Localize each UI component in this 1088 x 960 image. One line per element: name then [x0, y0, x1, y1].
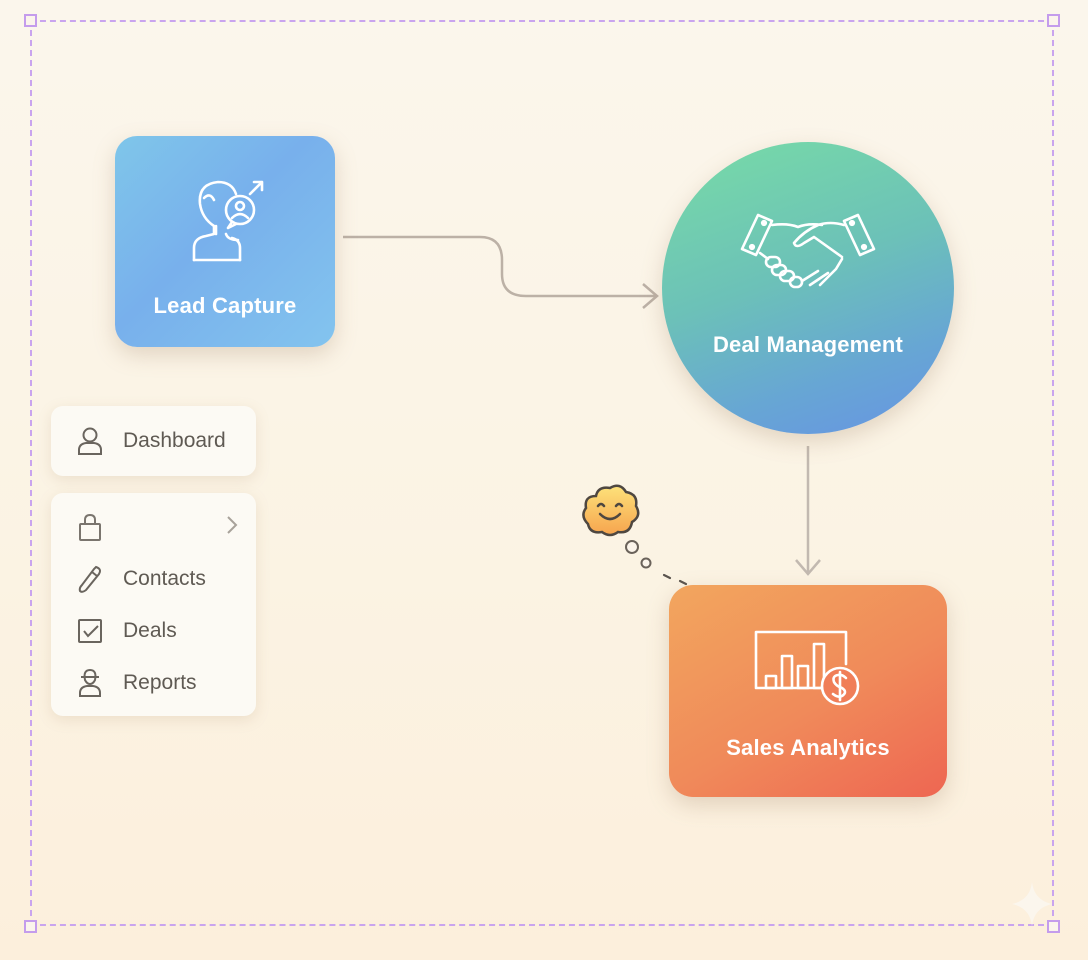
resize-handle-bottom-left[interactable]: [24, 920, 37, 933]
resize-handle-top-right[interactable]: [1047, 14, 1060, 27]
sidebar-item-shop[interactable]: [75, 511, 123, 545]
selection-frame: [30, 20, 1054, 926]
node-label: Lead Capture: [153, 293, 297, 318]
resize-handle-bottom-right[interactable]: [1047, 920, 1060, 933]
sidebar-menu-card: Contacts Deals Reports: [51, 493, 256, 716]
node-label: Deal Management: [712, 331, 904, 357]
sidebar-item-contacts[interactable]: Contacts: [75, 562, 206, 596]
shopping-bag-icon: [75, 513, 105, 543]
sparkle-icon: [1008, 880, 1056, 933]
chart-dollar-icon: [752, 628, 864, 717]
sidebar-item-label: Dashboard: [123, 429, 226, 452]
handshake-icon: [738, 209, 878, 298]
pen-icon: [75, 564, 105, 594]
node-deal-management[interactable]: Deal Management: [662, 142, 954, 434]
sidebar-item-label: Contacts: [123, 567, 206, 590]
node-lead-capture[interactable]: Lead Capture: [115, 136, 335, 347]
resize-handle-top-left[interactable]: [24, 14, 37, 27]
smiley-cloud-icon: [580, 482, 642, 543]
sidebar-item-dashboard[interactable]: Dashboard: [75, 424, 226, 458]
checkbox-icon: [75, 616, 105, 646]
sidebar-item-deals[interactable]: Deals: [75, 614, 177, 648]
sidebar-item-label: Reports: [123, 671, 197, 694]
lead-user-arrow-icon: [180, 174, 270, 271]
chevron-right-icon[interactable]: [226, 515, 238, 540]
sidebar-item-label: Deals: [123, 619, 177, 642]
person-icon: [75, 668, 105, 698]
sidebar-item-reports[interactable]: Reports: [75, 666, 197, 700]
node-label: Sales Analytics: [726, 734, 890, 760]
sidebar-dashboard-card: Dashboard: [51, 406, 256, 476]
node-sales-analytics[interactable]: Sales Analytics: [669, 585, 947, 797]
user-icon: [75, 426, 105, 456]
